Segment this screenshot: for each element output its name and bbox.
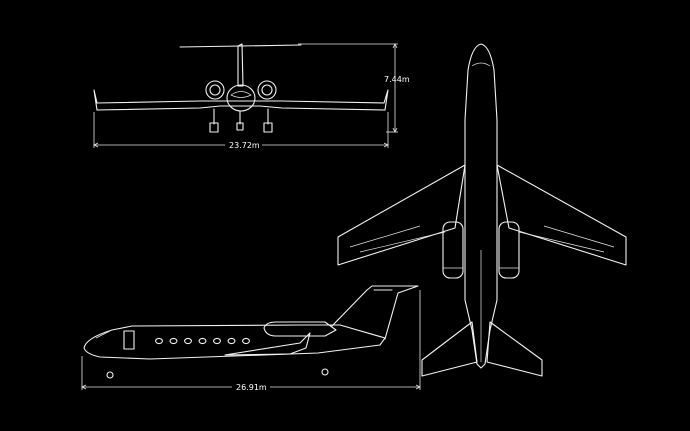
side-window	[169, 337, 178, 345]
front-right-engine-inlet	[261, 84, 273, 96]
side-window	[184, 337, 192, 345]
front-vertical-fin	[237, 43, 244, 87]
front-horizontal-stabilizer	[179, 44, 302, 48]
top-left-flap-lines	[349, 225, 446, 253]
front-left-main-wheel	[209, 122, 219, 133]
top-right-stabilizer	[486, 321, 543, 377]
side-window	[213, 337, 221, 345]
front-right-main-wheel	[263, 122, 273, 133]
front-wing	[93, 89, 389, 111]
height-dimension: 7.44m	[298, 43, 410, 133]
side-windshield	[95, 330, 111, 339]
top-right-wing	[496, 164, 627, 266]
wingspan-arrow-left	[93, 142, 99, 148]
side-main-wheel	[321, 368, 329, 376]
front-right-engine	[257, 80, 277, 100]
wingspan-dimension: 23.72m	[93, 112, 389, 150]
side-window	[242, 337, 250, 345]
top-left-stabilizer	[421, 321, 478, 377]
length-arrow-left	[81, 384, 87, 390]
height-arrow-top	[392, 43, 398, 49]
side-window	[198, 337, 207, 345]
front-left-engine	[205, 80, 225, 100]
front-nose-wheel	[236, 122, 244, 131]
top-right-engine	[498, 221, 520, 279]
side-window	[155, 337, 163, 345]
front-windshield	[230, 91, 252, 98]
side-nose-wheel	[106, 371, 114, 379]
side-view	[83, 285, 419, 379]
height-label: 7.44m	[384, 75, 410, 84]
wingspan-arrow-right	[383, 142, 389, 148]
side-fuselage	[83, 324, 386, 360]
side-vertical-fin	[331, 285, 419, 340]
top-left-wing	[337, 164, 466, 266]
length-dimension: 26.91m	[81, 290, 421, 392]
height-arrow-bottom	[392, 127, 398, 133]
top-left-engine	[442, 221, 464, 279]
wingspan-label: 23.72m	[229, 141, 260, 150]
front-left-engine-inlet	[209, 84, 221, 96]
top-fuselage	[464, 43, 498, 369]
front-view	[93, 43, 389, 133]
length-label: 26.91m	[236, 383, 267, 392]
side-engine	[263, 321, 337, 337]
side-wing	[224, 332, 311, 356]
side-windows	[155, 337, 250, 345]
side-window	[227, 337, 236, 345]
top-cockpit-line	[471, 62, 491, 67]
top-right-flap-lines	[518, 225, 615, 253]
top-view	[337, 43, 627, 377]
length-arrow-right	[415, 384, 421, 390]
side-door	[123, 330, 135, 350]
front-fuselage	[226, 84, 256, 112]
